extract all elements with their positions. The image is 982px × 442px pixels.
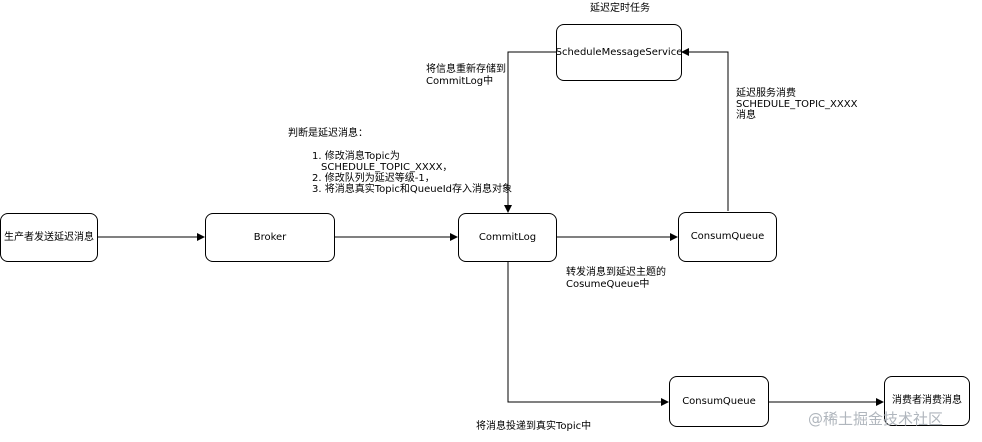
node-consumer[interactable]: 消费者消费消息 <box>884 376 970 426</box>
label-step2: 2. 修改队列为延迟等级-1， <box>312 173 435 184</box>
arrow-schedule-to-commitlog <box>504 51 556 213</box>
node-consumqueue-upper-label: ConsumQueue <box>690 231 765 242</box>
node-commitlog-label: CommitLog <box>478 231 537 243</box>
label-forward-line1: 转发消息到延迟主题的 <box>566 267 666 278</box>
arrow-consumqueue-to-schedule <box>681 48 729 211</box>
node-producer-label: 生产者发送延迟消息 <box>4 231 94 243</box>
label-deliver-real: 将消息投递到真实Topic中 <box>476 421 592 432</box>
label-step3: 3. 将消息真实Topic和QueueId存入消息对象 <box>312 184 513 195</box>
arrow-commitlog-to-lower-consumqueue <box>507 262 669 406</box>
node-commitlog[interactable]: CommitLog <box>458 213 557 262</box>
node-broker-label: Broker <box>253 231 287 243</box>
label-judge-title: 判断是延迟消息： <box>288 128 368 139</box>
node-consumer-label: 消费者消费消息 <box>892 395 962 406</box>
node-schedule-service[interactable]: ScheduleMessageService <box>556 24 682 81</box>
label-step1-line2: SCHEDULE_TOPIC_XXXX， <box>321 162 453 173</box>
label-delay-consume-line3: 消息 <box>736 110 756 121</box>
label-restore-line1: 将信息重新存储到 <box>426 64 506 75</box>
node-consumqueue-upper[interactable]: ConsumQueue <box>678 212 777 262</box>
watermark-text: @稀土掘金技术社区 <box>808 410 944 428</box>
node-schedule-service-label: ScheduleMessageService <box>555 46 683 58</box>
label-step1-line1: 1. 修改消息Topic为 <box>312 151 400 162</box>
label-forward-line2: CosumeQueue中 <box>566 279 650 290</box>
node-consumqueue-lower[interactable]: ConsumQueue <box>669 376 769 427</box>
label-schedule-title: 延迟定时任务 <box>590 3 650 14</box>
label-delay-consume-line1: 延迟服务消费 <box>736 88 796 99</box>
node-producer[interactable]: 生产者发送延迟消息 <box>0 213 98 262</box>
node-consumqueue-lower-label: ConsumQueue <box>682 395 756 407</box>
node-broker[interactable]: Broker <box>205 213 335 262</box>
label-delay-consume-line2: SCHEDULE_TOPIC_XXXX <box>736 99 858 110</box>
label-restore-line2: CommitLog中 <box>426 76 494 87</box>
